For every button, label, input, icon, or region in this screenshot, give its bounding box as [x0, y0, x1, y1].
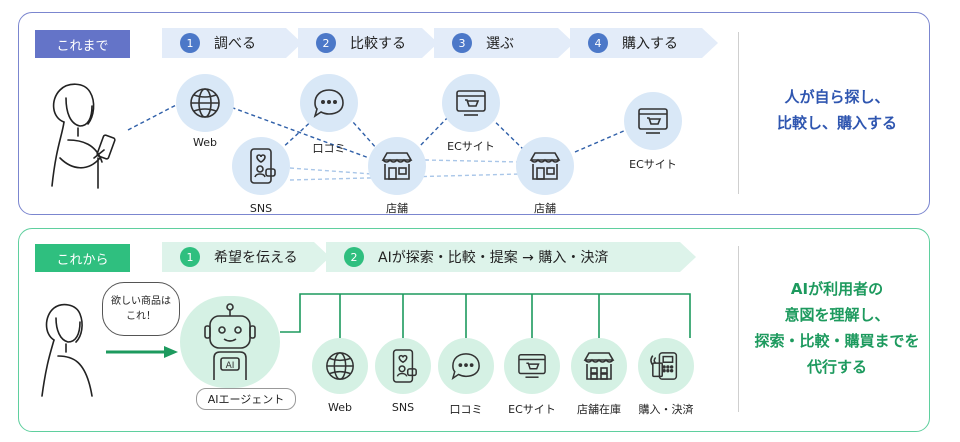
payment-label: 購入・決済 — [638, 403, 694, 416]
after-tag: これから — [35, 244, 130, 272]
headline-line: 代行する — [806, 358, 867, 376]
speech-bubbles-icon — [313, 89, 344, 118]
person-with-phone-icon — [51, 83, 116, 189]
headline-line: AIが利用者の — [790, 280, 884, 298]
store-stock-node — [571, 338, 627, 394]
step-label: 比較する — [350, 36, 406, 52]
after-step-2: 2 AIが探索・比較・提案 → 購入・決済 — [326, 242, 696, 272]
sns-label-ai: SNS — [391, 401, 415, 414]
store-node-2 — [516, 137, 574, 195]
ai-agent-node: AI — [180, 296, 280, 388]
ec-node-ai — [504, 338, 560, 394]
before-divider — [738, 32, 739, 194]
headline-line: 意図を理解し、 — [784, 306, 890, 324]
web-label-ai: Web — [328, 401, 352, 414]
payment-node — [638, 338, 694, 394]
ec-site-icon — [518, 354, 546, 378]
review-label-ai: 口コミ — [449, 403, 483, 416]
store-inventory-icon — [583, 352, 615, 380]
step-number: 1 — [180, 33, 200, 53]
step-number: 2 — [344, 247, 364, 267]
ec-label-ai: ECサイト — [508, 403, 556, 416]
before-step-4: 4 購入する — [570, 28, 718, 58]
before-headline: 人が自ら探し、 比較し、購入する — [752, 84, 922, 136]
step-label: AIが探索・比較・提案 → 購入・決済 — [378, 250, 609, 266]
person-icon — [41, 303, 93, 397]
after-step-1: 1 希望を伝える — [162, 242, 330, 272]
step-number: 2 — [316, 33, 336, 53]
after-headline: AIが利用者の 意図を理解し、 探索・比較・購買までを 代行する — [752, 276, 922, 380]
store-icon — [529, 152, 561, 180]
before-tag: これまで — [35, 30, 130, 58]
before-step-3: 3 選ぶ — [434, 28, 574, 58]
ec-label-1: ECサイト — [447, 140, 495, 153]
ai-agent-label: AIエージェント — [196, 388, 296, 410]
ec-label-2: ECサイト — [629, 158, 677, 171]
wish-speech-bubble: 欲しい商品は これ！ — [102, 282, 180, 336]
headline-line: 比較し、購入する — [776, 114, 897, 132]
step-label: 選ぶ — [486, 36, 514, 52]
web-node-ai — [312, 338, 368, 394]
ec-site-icon — [456, 90, 486, 116]
store-node-1 — [368, 137, 426, 195]
step-label: 調べる — [214, 36, 256, 52]
globe-icon — [326, 352, 354, 380]
store-icon — [381, 152, 413, 180]
smartphone-sns-icon — [392, 349, 417, 383]
headline-line: 人が自ら探し、 — [784, 88, 890, 106]
after-divider — [738, 246, 739, 412]
sns-label: SNS — [249, 202, 273, 215]
robot-chest-text: AI — [226, 361, 235, 371]
bubble-text: これ！ — [126, 311, 156, 322]
review-node — [300, 74, 358, 132]
robot-icon: AI — [204, 303, 256, 380]
sns-node-ai — [375, 338, 431, 394]
headline-line: 探索・比較・購買までを — [754, 332, 920, 350]
ec-node-1 — [442, 74, 500, 132]
smartphone-sns-icon — [250, 148, 276, 184]
ec-site-icon — [638, 108, 668, 134]
sns-node — [232, 137, 290, 195]
speech-bubbles-icon — [451, 353, 480, 380]
before-panel — [18, 12, 930, 215]
web-label: Web — [193, 136, 217, 149]
store-label-1: 店舗 — [386, 202, 408, 215]
review-node-ai — [438, 338, 494, 394]
bubble-text: 欲しい商品は — [111, 296, 171, 307]
store-label-2: 店舗 — [534, 202, 556, 215]
store-stock-label: 店舗在庫 — [577, 403, 621, 416]
step-number: 1 — [180, 247, 200, 267]
payment-terminal-icon — [650, 352, 678, 380]
step-number: 3 — [452, 33, 472, 53]
before-step-1: 1 調べる — [162, 28, 302, 58]
step-number: 4 — [588, 33, 608, 53]
step-label: 購入する — [622, 36, 678, 52]
before-step-2: 2 比較する — [298, 28, 438, 58]
after-panel — [18, 228, 930, 432]
web-node — [176, 74, 234, 132]
arrow-right-icon — [106, 346, 178, 358]
review-label: 口コミ — [312, 142, 346, 155]
step-label: 希望を伝える — [214, 250, 298, 266]
globe-icon — [190, 88, 220, 118]
ec-node-2 — [624, 92, 682, 150]
